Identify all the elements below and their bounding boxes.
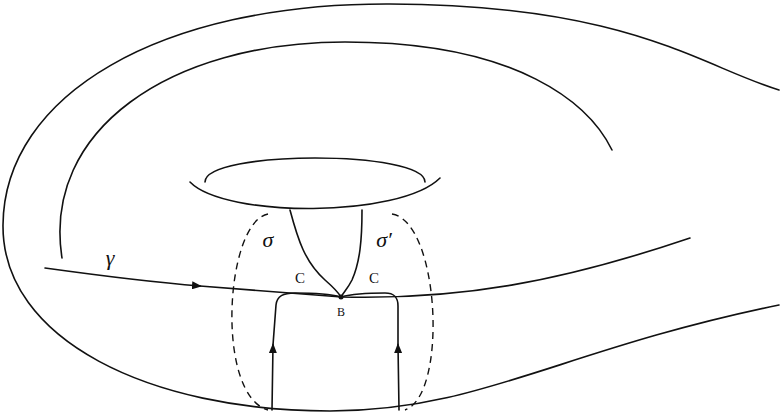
- outer-surface: [3, 4, 779, 411]
- c-curve: [273, 293, 398, 345]
- c-curve-arrow-left: [272, 345, 273, 410]
- gamma-label: γ: [106, 247, 115, 269]
- gamma-curve: [200, 238, 690, 297]
- c-curve-arrow-right: [398, 345, 399, 410]
- point-b: [339, 295, 344, 300]
- b-label: B: [337, 306, 345, 318]
- gamma-arrow: [45, 268, 200, 286]
- sigma-prime-label: σ′: [376, 229, 392, 251]
- sigma-curve: [290, 210, 341, 297]
- hole-top: [205, 158, 425, 182]
- c-label: C: [369, 271, 379, 286]
- hole-lip: [190, 178, 440, 209]
- sigma-prime-curve: [341, 210, 362, 297]
- c-label: C: [295, 271, 305, 286]
- sigma-label: σ: [263, 229, 274, 251]
- dashed-disc-right: [392, 214, 433, 410]
- tube-contour: [60, 42, 612, 258]
